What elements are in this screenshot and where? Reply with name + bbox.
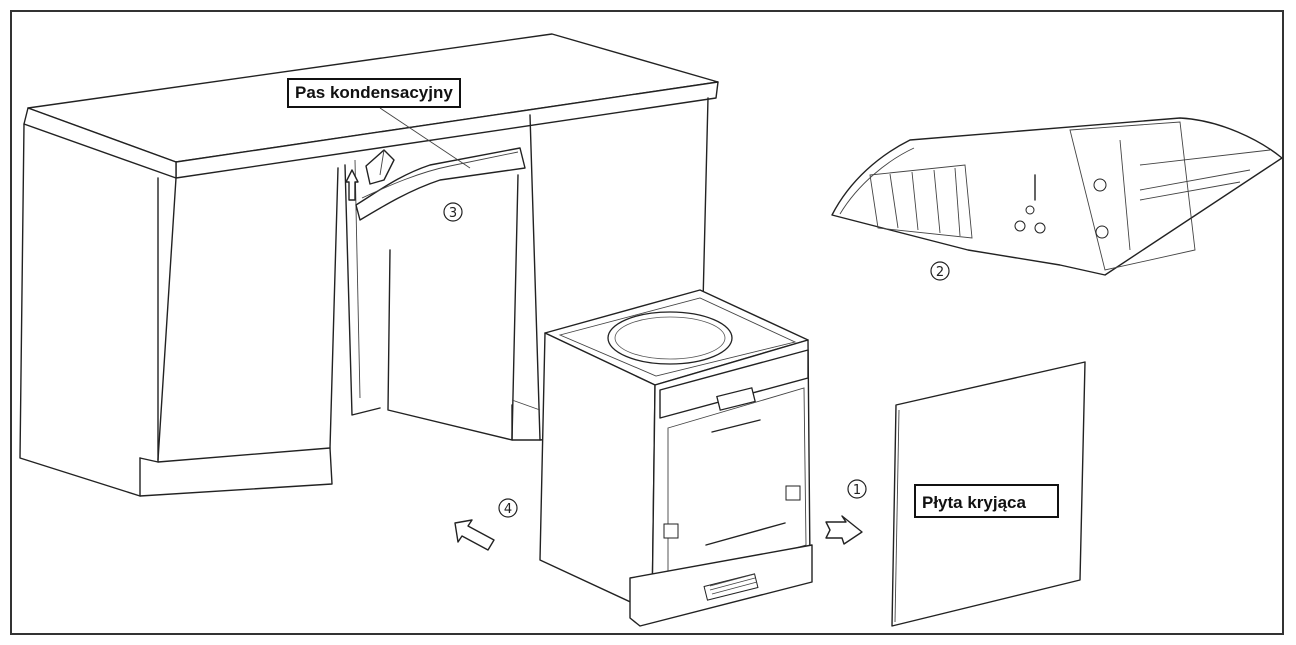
- step-4-number: 4: [504, 502, 512, 517]
- condensation-strip-label: Pas kondensacyjny: [287, 78, 461, 108]
- dishwasher: [539, 289, 813, 627]
- step-2-number: 2: [936, 265, 944, 280]
- step-1-number: 1: [853, 483, 861, 498]
- cover-panel-label: Płyta kryjąca: [914, 484, 1059, 518]
- step-4-indicator: 4: [454, 498, 518, 551]
- arrow-icon: [454, 519, 495, 551]
- step-3-number: 3: [449, 206, 457, 221]
- arrow-icon: [825, 515, 863, 545]
- detail-component: 2: [831, 117, 1283, 281]
